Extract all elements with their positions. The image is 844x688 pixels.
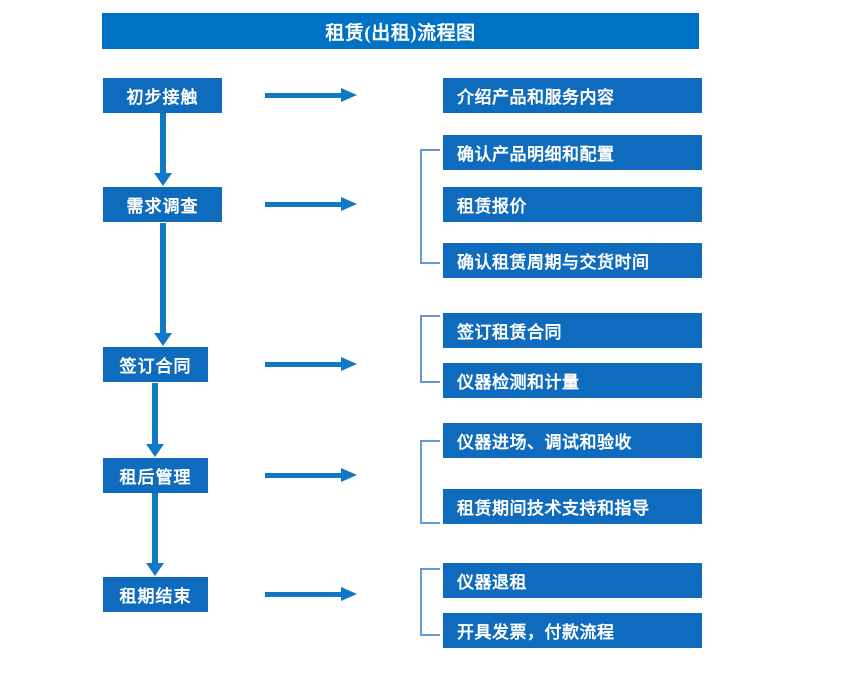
detail-box-4[interactable]: 确认租赁周期与交货时间: [443, 243, 702, 278]
group-bracket-demand: [420, 149, 440, 264]
detail-box-5[interactable]: 签订租赁合同: [443, 313, 702, 348]
detail-box-8[interactable]: 租赁期间技术支持和指导: [443, 489, 702, 524]
horizontal-arrow-2: [265, 197, 357, 211]
diagram-title: 租赁(出租)流程图: [102, 13, 699, 49]
horizontal-arrow-1: [265, 88, 357, 102]
detail-box-6[interactable]: 仪器检测和计量: [443, 363, 702, 398]
stage-box-2[interactable]: 需求调查: [103, 187, 222, 222]
group-bracket-management: [420, 440, 440, 524]
stage-box-3[interactable]: 签订合同: [103, 347, 208, 382]
detail-box-1[interactable]: 介绍产品和服务内容: [443, 78, 702, 113]
detail-box-7[interactable]: 仪器进场、调试和验收: [443, 423, 702, 458]
detail-box-3[interactable]: 租赁报价: [443, 187, 702, 222]
horizontal-arrow-5: [265, 587, 357, 601]
group-bracket-end: [420, 568, 440, 636]
horizontal-arrow-3: [265, 357, 357, 371]
horizontal-arrow-4: [265, 468, 357, 482]
vertical-arrow-1-2: [154, 113, 172, 186]
stage-box-5[interactable]: 租期结束: [103, 577, 208, 612]
vertical-arrow-3-4: [146, 383, 164, 457]
detail-box-2[interactable]: 确认产品明细和配置: [443, 135, 702, 170]
detail-box-9[interactable]: 仪器退租: [443, 563, 702, 598]
detail-box-10[interactable]: 开具发票，付款流程: [443, 613, 702, 648]
stage-box-4[interactable]: 租后管理: [103, 458, 208, 493]
group-bracket-contract: [420, 315, 440, 383]
stage-box-1[interactable]: 初步接触: [103, 78, 222, 113]
vertical-arrow-4-5: [146, 493, 164, 576]
vertical-arrow-2-3: [154, 223, 172, 346]
